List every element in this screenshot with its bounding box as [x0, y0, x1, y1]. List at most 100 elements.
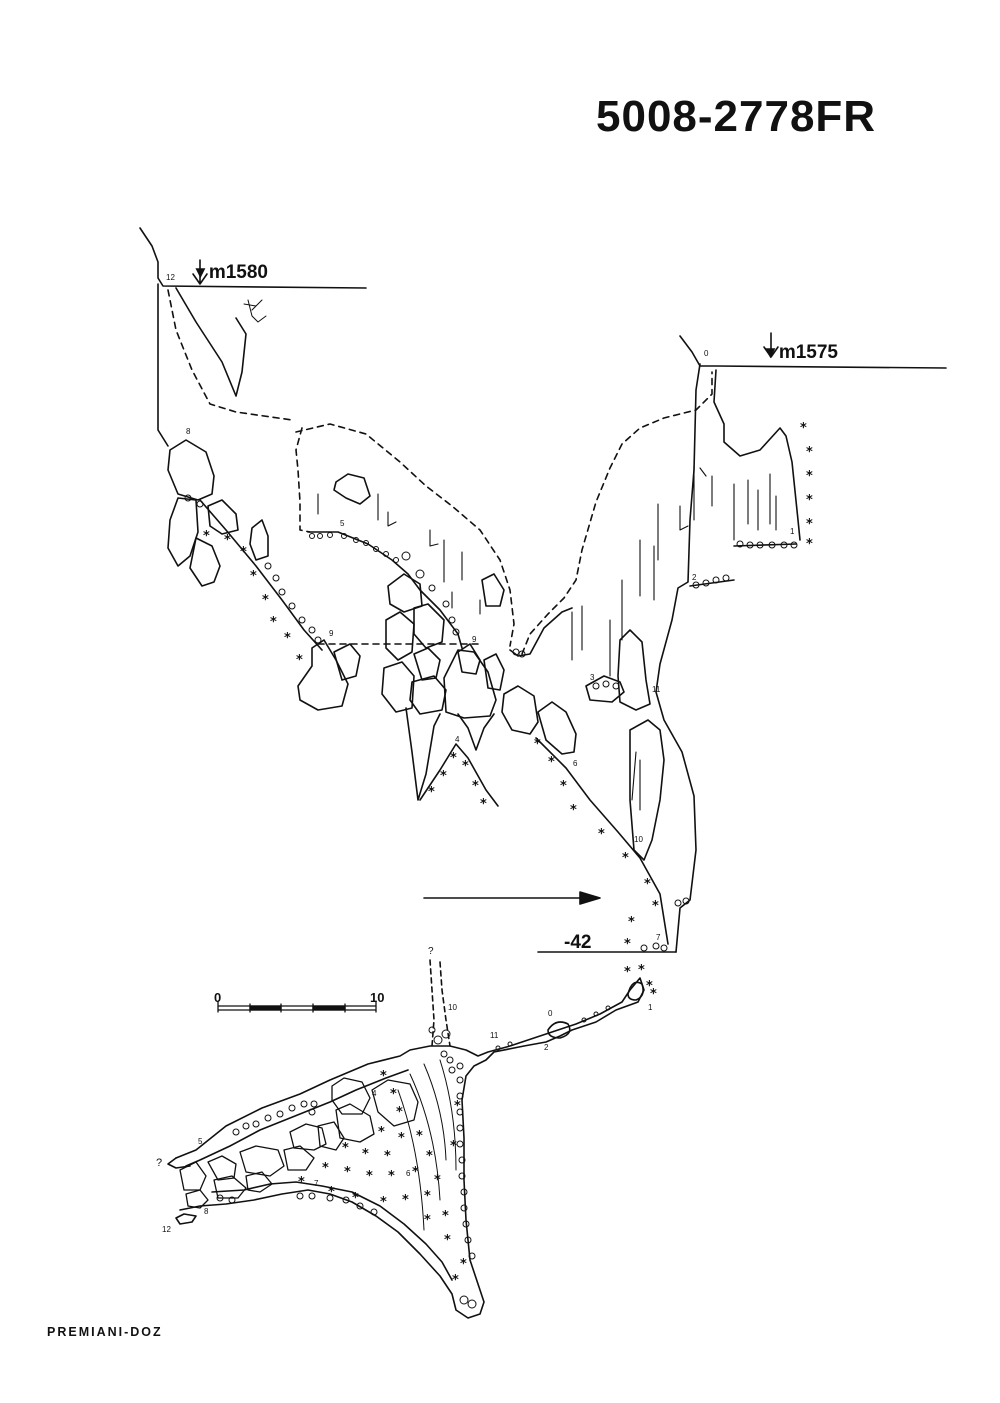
station-label: 4: [372, 1089, 377, 1098]
entrance-arrow-right: [763, 332, 779, 358]
svg-text:*: *: [628, 915, 635, 930]
section-station-labels: 0 1 2 3 4 5 6 7 8 9 9 10 11 12: [166, 273, 795, 942]
svg-text:*: *: [622, 851, 629, 866]
station-label: 5: [198, 1137, 203, 1146]
station-label: 11: [652, 685, 661, 694]
slope-4: [419, 743, 499, 807]
svg-text:*: *: [450, 1139, 457, 1154]
plan-station-labels: 0 1 2 4 5 6 7 8 10 11 12 ? ?: [156, 946, 653, 1234]
station-label: 10: [448, 1003, 457, 1012]
svg-text:*: *: [440, 769, 447, 784]
boulder: [501, 685, 539, 735]
unknown-continuation-label: ?: [156, 1157, 162, 1169]
station-label: 7: [314, 1179, 319, 1188]
boulder: [333, 643, 361, 681]
scale-bar: [217, 1001, 377, 1013]
plan-pebbles: [216, 1005, 611, 1309]
svg-text:*: *: [328, 1185, 335, 1200]
station-label: 3: [590, 673, 595, 682]
boulder: [537, 701, 577, 755]
station-label: 1: [648, 1003, 653, 1012]
svg-text:*: *: [638, 963, 645, 978]
svg-text:*: *: [396, 1105, 403, 1120]
left-doline: [175, 287, 247, 397]
svg-text:*: *: [806, 445, 813, 460]
boulder: [387, 573, 423, 613]
boulder: [249, 519, 269, 561]
boulder: [617, 629, 651, 711]
plan-oval: [547, 1021, 571, 1039]
svg-text:*: *: [450, 751, 457, 766]
svg-text:*: *: [806, 469, 813, 484]
boulder: [443, 649, 497, 719]
root-sketch: [243, 299, 267, 323]
svg-text:*: *: [416, 1129, 423, 1144]
boulder: [207, 499, 239, 535]
slope-right: [535, 737, 669, 945]
station-label: 9: [472, 635, 477, 644]
depth-label: -42: [564, 932, 592, 953]
plan-boulders: [179, 1077, 419, 1209]
boulder: [297, 639, 349, 711]
svg-text:*: *: [390, 1087, 397, 1102]
svg-text:*: *: [806, 537, 813, 552]
svg-text:*: *: [424, 1189, 431, 1204]
svg-text:*: *: [480, 797, 487, 812]
svg-text:*: *: [624, 965, 631, 980]
svg-text:*: *: [388, 1169, 395, 1184]
entrance-arrow-left: [192, 259, 208, 285]
plan-slope-curves: [397, 1059, 457, 1231]
boulder: [481, 573, 505, 607]
svg-text:*: *: [650, 987, 657, 1002]
plan-lower-wall: [211, 1181, 453, 1281]
boulder: [413, 603, 445, 649]
station-label: 2: [544, 1043, 549, 1052]
svg-text:*: *: [800, 421, 807, 436]
scale-end-label: 10: [370, 990, 385, 1005]
station-label: 0: [548, 1009, 553, 1018]
plan-sump: [175, 1213, 197, 1225]
svg-text:*: *: [570, 803, 577, 818]
right-shaft-wall: [713, 369, 801, 541]
svg-text:*: *: [452, 1273, 459, 1288]
svg-text:*: *: [402, 1193, 409, 1208]
plan-entrance-loop: [167, 1157, 191, 1169]
station-label: 2: [692, 573, 697, 582]
boulder: [457, 643, 481, 675]
slope-left: [199, 499, 323, 651]
svg-text:*: *: [224, 533, 231, 548]
svg-text:*: *: [380, 1195, 387, 1210]
svg-text:*: *: [342, 1141, 349, 1156]
plan-oval-end: [627, 981, 644, 1001]
boulder: [167, 439, 215, 501]
svg-text:*: *: [270, 615, 277, 630]
author-credit: PREMIANI-DOZ: [47, 1325, 163, 1339]
boulder: [381, 661, 415, 713]
station-label: 10: [634, 835, 643, 844]
svg-text:*: *: [322, 1161, 329, 1176]
svg-text:*: *: [460, 1257, 467, 1272]
boulder: [409, 675, 447, 715]
svg-text:*: *: [362, 1147, 369, 1162]
svg-text:*: *: [806, 517, 813, 532]
station-label: 11: [490, 1031, 499, 1040]
pebble-clusters: [184, 494, 798, 952]
middle-chamber-wall: [307, 531, 463, 649]
svg-text:*: *: [646, 979, 653, 994]
left-shaft-wall: [157, 283, 169, 447]
boulder: [385, 611, 415, 661]
svg-text:*: *: [352, 1191, 359, 1206]
svg-text:*: *: [454, 1099, 461, 1114]
scale-start-label: 0: [214, 990, 222, 1005]
svg-text:*: *: [652, 899, 659, 914]
svg-text:*: *: [298, 1175, 305, 1190]
svg-text:*: *: [534, 737, 541, 752]
boulder: [483, 653, 505, 691]
svg-text:*: *: [384, 1149, 391, 1164]
station-label: 4: [455, 735, 460, 744]
unknown-continuation-label: ?: [428, 946, 434, 957]
svg-text:*: *: [434, 1173, 441, 1188]
svg-text:*: *: [250, 569, 257, 584]
svg-text:*: *: [442, 1209, 449, 1224]
